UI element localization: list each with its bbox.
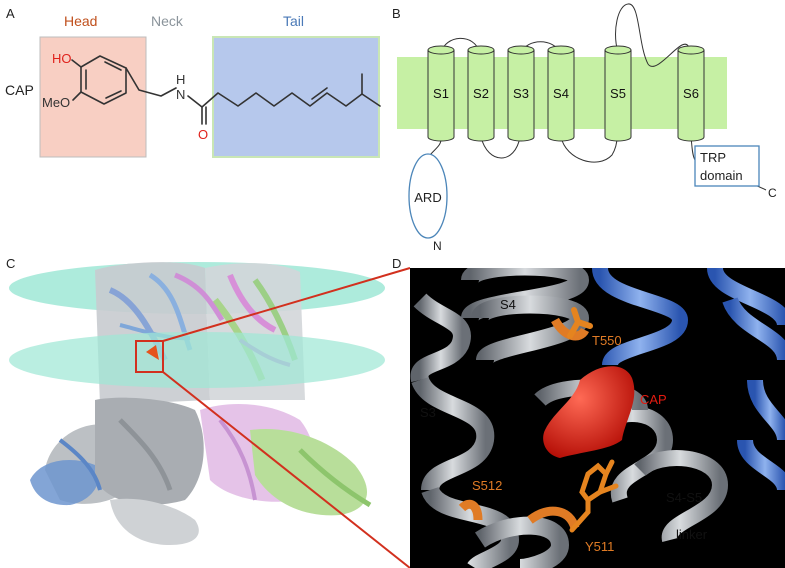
helix-label-s3: S3	[513, 86, 529, 101]
helix-label-s4: S4	[553, 86, 569, 101]
label-y511: Y511	[585, 539, 614, 554]
trp-domain-line1: TRP	[700, 150, 726, 165]
panel-a-letter: A	[6, 6, 15, 21]
ard-label: ARD	[414, 190, 441, 205]
helix-label-s1: S1	[433, 86, 449, 101]
atom-n: N	[176, 87, 185, 102]
label-s512: S512	[472, 478, 502, 493]
atom-ho: HO	[52, 51, 72, 66]
neck-title: Neck	[151, 13, 184, 29]
helix-s2-cap	[468, 46, 494, 54]
panel-b: B S1 S2 S3 S4 S5 S6 ARD N TRP domain C	[392, 4, 777, 253]
atom-o: O	[198, 127, 208, 142]
n-terminus-label: N	[433, 239, 442, 253]
atom-meo: MeO	[42, 95, 70, 110]
helix-s3-cap	[508, 46, 534, 54]
tail-region	[213, 37, 379, 157]
molecule-label: CAP	[5, 82, 34, 98]
label-cap: CAP	[640, 392, 667, 407]
label-t550: T550	[592, 333, 622, 348]
tail-title: Tail	[283, 13, 304, 29]
helix-s4-cap	[548, 46, 574, 54]
head-title: Head	[64, 13, 97, 29]
label-s3: S3	[420, 405, 436, 420]
panel-a: A Head Neck Tail CAP HO MeO H N O	[5, 6, 380, 157]
helix-s5-cap	[605, 46, 631, 54]
atom-h: H	[176, 72, 185, 87]
helix-s1-cap	[428, 46, 454, 54]
panel-c: C	[6, 256, 410, 568]
helix-s6-cap	[678, 46, 704, 54]
panel-d-letter: D	[392, 256, 401, 271]
panel-d: D	[392, 256, 785, 568]
trp-domain-line2: domain	[700, 168, 743, 183]
helix-label-s2: S2	[473, 86, 489, 101]
label-s4: S4	[500, 297, 516, 312]
membrane-disc-bottom	[9, 332, 385, 388]
label-linker: linker	[676, 527, 708, 542]
helix-label-s6: S6	[683, 86, 699, 101]
c-terminus-label: C	[768, 186, 777, 200]
panel-c-letter: C	[6, 256, 15, 271]
panel-b-letter: B	[392, 6, 401, 21]
helix-label-s5: S5	[610, 86, 626, 101]
label-s4s5: S4-S5	[666, 490, 702, 505]
